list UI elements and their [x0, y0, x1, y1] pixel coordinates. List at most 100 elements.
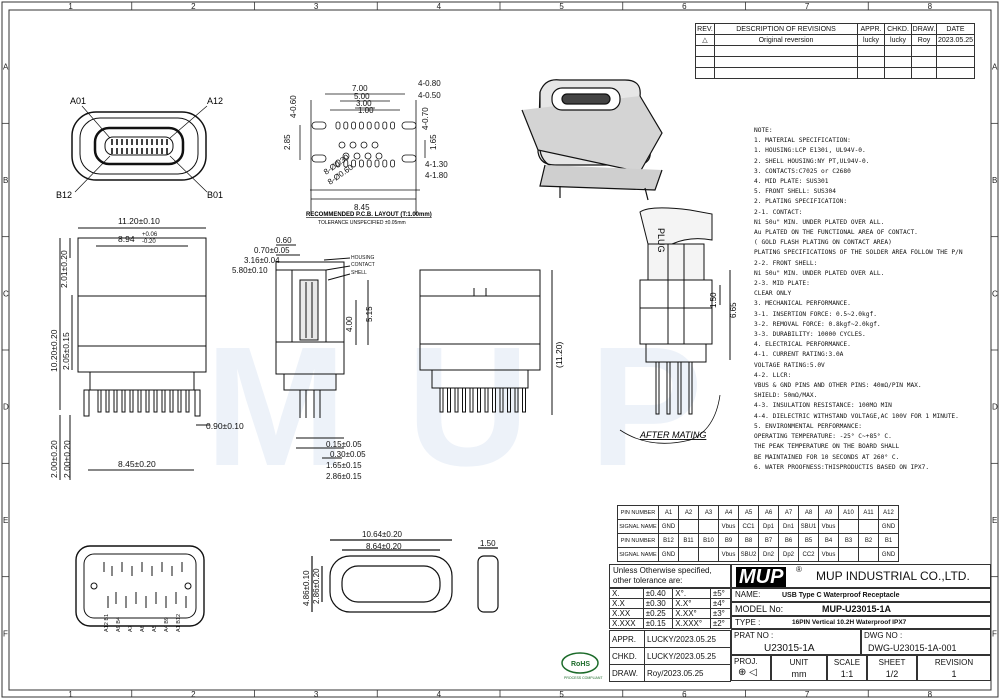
zone-label-right: F — [992, 629, 997, 638]
label-shell: SHELL — [351, 270, 367, 276]
dim-5-00: 5.00 — [354, 92, 370, 101]
tolerance-cell: ±4° — [709, 598, 732, 609]
zone-label-right: E — [992, 516, 997, 525]
zone-label-top: 7 — [805, 2, 810, 11]
zone-label-bottom: 8 — [928, 690, 933, 699]
pin-cell: GND — [878, 547, 899, 562]
zone-label-top: 8 — [928, 2, 933, 11]
note-line: 6. WATER PROOFNESS:THISPRODUCTIS BASED O… — [754, 463, 930, 471]
pin-cell: GND — [658, 547, 679, 562]
note-line: 2. SHELL HOUSING:NY PT,UL94V-0. — [754, 157, 870, 165]
pcb-dim-text: 7.00 5.00 3.00 1.00 4-0.80 4-0.50 8.45 4… — [283, 79, 448, 212]
approval-cell: Roy/2023.05.25 — [644, 664, 731, 682]
company-name: MUP INDUSTRIAL CO.,LTD. — [816, 569, 970, 583]
note-line: PLATING SPECIFICATIONS OF THE SOLDER ARE… — [754, 249, 963, 257]
dim-0-70: 0.70±0.05 — [254, 246, 290, 255]
approval-cell: APPR. — [609, 630, 645, 648]
rev-chkd: lucky — [884, 34, 912, 46]
pin-cell: B4 — [818, 533, 839, 548]
pin-cell: A9 — [818, 505, 839, 520]
tolerance-cell: X. — [609, 588, 644, 599]
dim-4-0-80: 4-0.80 — [418, 79, 441, 88]
label-plug: PLUG — [656, 228, 666, 253]
zone-label-right: A — [992, 63, 998, 72]
approval-row: CHKD.LUCKY/2023.05.25 — [609, 647, 731, 665]
prat-cell: PRAT NO : U23015-1A — [731, 629, 861, 655]
sheet-label: SHEET — [878, 658, 906, 667]
dim-0-30: 0.30±0.05 — [330, 450, 366, 459]
pin-cell: B8 — [738, 533, 759, 548]
note-line: 4-1. CURRENT RATING:3.0A — [754, 351, 844, 359]
pin-cell: A11 — [858, 505, 879, 520]
note-line: 4. ELECTRICAL PERFORMANCE. — [754, 341, 851, 349]
rev-header-desc: DESCRIPTION OF REVISIONS — [714, 23, 858, 35]
rohs-logo: RoHS PROCESS COMPLIANT — [561, 652, 603, 680]
note-line: CLEAR ONLY — [754, 290, 792, 298]
note-line: 4-3. INSULATION RESISTANCE: 100MΩ MIN — [754, 402, 892, 410]
dim-8-45: 8.45±0.20 — [118, 459, 156, 469]
bottom-pin-label: A5 — [152, 625, 158, 632]
pin-cell: B9 — [718, 533, 739, 548]
zone-label-right: B — [992, 176, 997, 185]
product-name: USB Type C Waterproof Receptacle — [782, 592, 900, 599]
note-line: 2-3. MID PLATE: — [754, 280, 810, 288]
type-label: TYPE : — [735, 618, 761, 627]
revision-empty-row — [695, 45, 975, 57]
pin-cell: B5 — [798, 533, 819, 548]
unit-label: UNIT — [789, 658, 809, 667]
unit-cell: UNIT mm — [771, 655, 827, 681]
zone-label-left: A — [3, 63, 9, 72]
dim-1-00: 1.00 — [358, 106, 374, 115]
note-line: OPERATING TEMPERATURE: -25° C~+85° C. — [754, 433, 892, 441]
dim-2-85: 2.85 — [283, 134, 292, 150]
pin-cell: A3 — [698, 505, 719, 520]
pin-cell: B2 — [858, 533, 879, 548]
tolerance-cell: X.XXX — [609, 618, 644, 629]
pin-cell: SBU1 — [798, 519, 819, 534]
scale-value: 1:1 — [840, 669, 854, 679]
bottom-pin-label: A9 B4 — [116, 617, 122, 632]
note-line: 3-2. REMOVAL FORCE: 0.8kgf~2.0kgf. — [754, 320, 881, 328]
note-line: 4. MID PLATE: SUS301 — [754, 178, 829, 186]
pin-cell: Vbus — [818, 547, 839, 562]
zone-label-bottom: 7 — [805, 690, 810, 699]
bottom-pin-label: A4 B9 — [164, 617, 170, 632]
type-row: TYPE : 16PIN Vertical 10.2H Waterproof I… — [731, 616, 991, 629]
note-line: 4-2. LLCR: — [754, 371, 792, 379]
section-view — [275, 244, 369, 459]
rev-date: 2023.05.25 — [936, 34, 975, 46]
rohs-text: RoHS — [571, 661, 590, 668]
note-line: 5. FRONT SHELL: SUS304 — [754, 188, 836, 196]
dim-8-94-tol-minus: -0.20 — [142, 239, 156, 245]
dim-4-1-80: 4-1.80 — [425, 171, 448, 180]
prat-number: U23015-1A — [764, 643, 815, 654]
revision-cell: REVISION 1 — [917, 655, 991, 681]
iso-3d-view — [521, 79, 663, 201]
notes-block: NOTE:1. MATERIAL SPECIFICATION: 1. HOUSI… — [754, 126, 963, 473]
pin-cell: SIGNAL NAME — [617, 547, 659, 562]
name-label: NAME: — [735, 590, 761, 599]
tolerance-cell: ±0.25 — [642, 608, 674, 619]
pcb-pads — [335, 121, 396, 168]
zone-label-bottom: 3 — [314, 690, 319, 699]
note-line: VOLTAGE RATING:5.0V — [754, 361, 825, 369]
revision-header: REV. DESCRIPTION OF REVISIONS APPR. CHKD… — [695, 23, 975, 35]
note-line: ( GOLD FLASH PLATING ON CONTACT AREA) — [754, 239, 892, 247]
approval-row: APPR.LUCKY/2023.05.25 — [609, 630, 731, 648]
pin-cell: GND — [878, 519, 899, 534]
dim-4-1-30: 4-1.30 — [425, 160, 448, 169]
pin-cell: GND — [658, 519, 679, 534]
layout-title: RECOMMENDED P.C.B. LAYOUT (T:1.00mm) — [306, 212, 432, 218]
pin-cell: B3 — [838, 533, 859, 548]
note-line: Au PLATED ON THE FUNCTIONAL AREA OF CONT… — [754, 229, 918, 237]
zone-label-top: 1 — [68, 2, 73, 11]
label-after-mating: AFTER MATING — [639, 430, 706, 440]
zone-label-bottom: 5 — [559, 690, 564, 699]
note-line: 1. HOUSING:LCP E130i, UL94V-0. — [754, 147, 866, 155]
zone-label-right: D — [992, 403, 998, 412]
zone-label-top: 5 — [559, 2, 564, 11]
dim-10-64: 10.64±0.20 — [362, 530, 403, 539]
